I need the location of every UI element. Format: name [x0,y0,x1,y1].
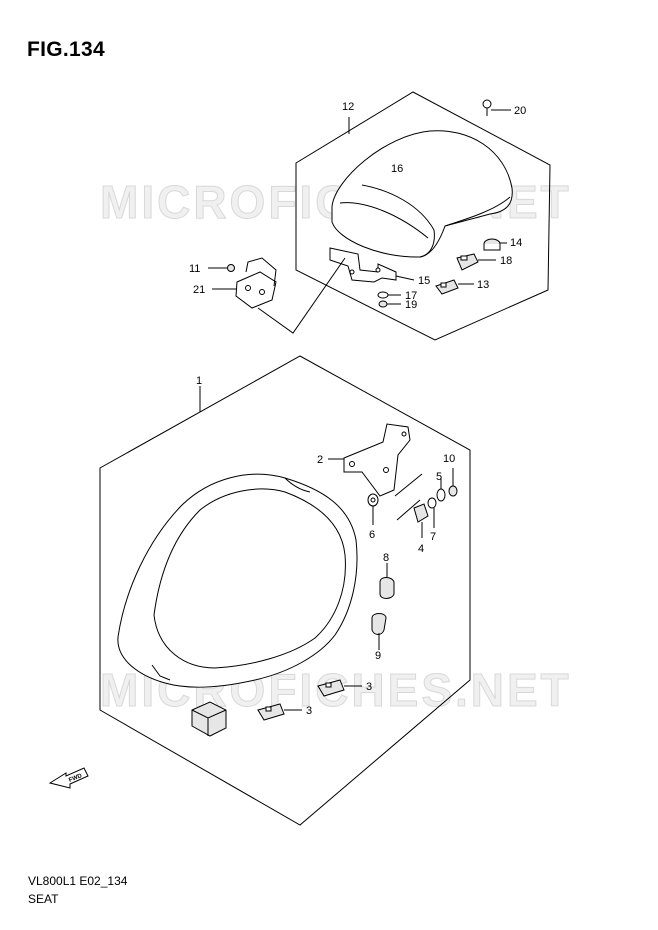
pillion-bracket [329,247,415,283]
watermark-bottom: MICROFICHES.NET [100,664,572,716]
diagram-code: VL800L1 E02_134 [28,874,128,888]
callout-11: 11 [189,263,200,275]
callout-17: 17 [405,290,417,302]
callout-10: 10 [443,453,455,465]
washer-6 [367,493,379,525]
callout-3-upper: 3 [366,681,372,693]
clip-13 [435,279,474,295]
callout-2: 2 [317,454,323,466]
diagram-name: SEAT [28,892,59,906]
washer-7 [427,497,437,528]
figure-title: FIG.134 [27,38,105,61]
seat-bracket-2 [328,423,423,521]
callout-3-lower: 3 [306,705,312,717]
nut-10 [448,468,458,497]
seat-bracket-21 [212,257,346,334]
nut-19 [378,300,401,308]
callout-13: 13 [477,279,489,291]
storage-box [191,701,227,737]
clip-3-lower [257,703,302,721]
callout-9: 9 [375,650,381,662]
forward-arrow-label: FWD [68,773,84,784]
bolt-11 [208,264,235,272]
callout-16: 16 [391,163,403,175]
pillion-seat [331,130,513,258]
main-seat [117,473,358,688]
cushion-9 [371,613,387,650]
forward-arrow: FWD [48,767,89,789]
callout-1: 1 [196,375,202,387]
clip-3-upper [317,679,362,697]
callout-18: 18 [500,255,512,267]
callout-14: 14 [510,237,522,249]
cap-nut-14 [483,238,507,251]
group-outline-main-seat [99,355,471,826]
clip-18 [456,253,496,271]
callout-6: 6 [369,529,375,541]
callout-20: 20 [514,105,526,117]
washer-17 [377,291,401,299]
callout-12: 12 [342,101,354,113]
group-outline-pillion [295,91,551,341]
callout-4: 4 [418,543,424,555]
callout-7: 7 [430,531,436,543]
screw-20 [482,99,511,116]
callout-21: 21 [193,284,205,296]
callout-8: 8 [383,552,389,564]
cushion-8 [379,563,395,599]
nut-4 [413,503,429,538]
callout-5: 5 [436,471,442,483]
callout-19: 19 [405,299,417,311]
callout-15: 15 [418,275,430,287]
washer-5 [436,478,446,502]
